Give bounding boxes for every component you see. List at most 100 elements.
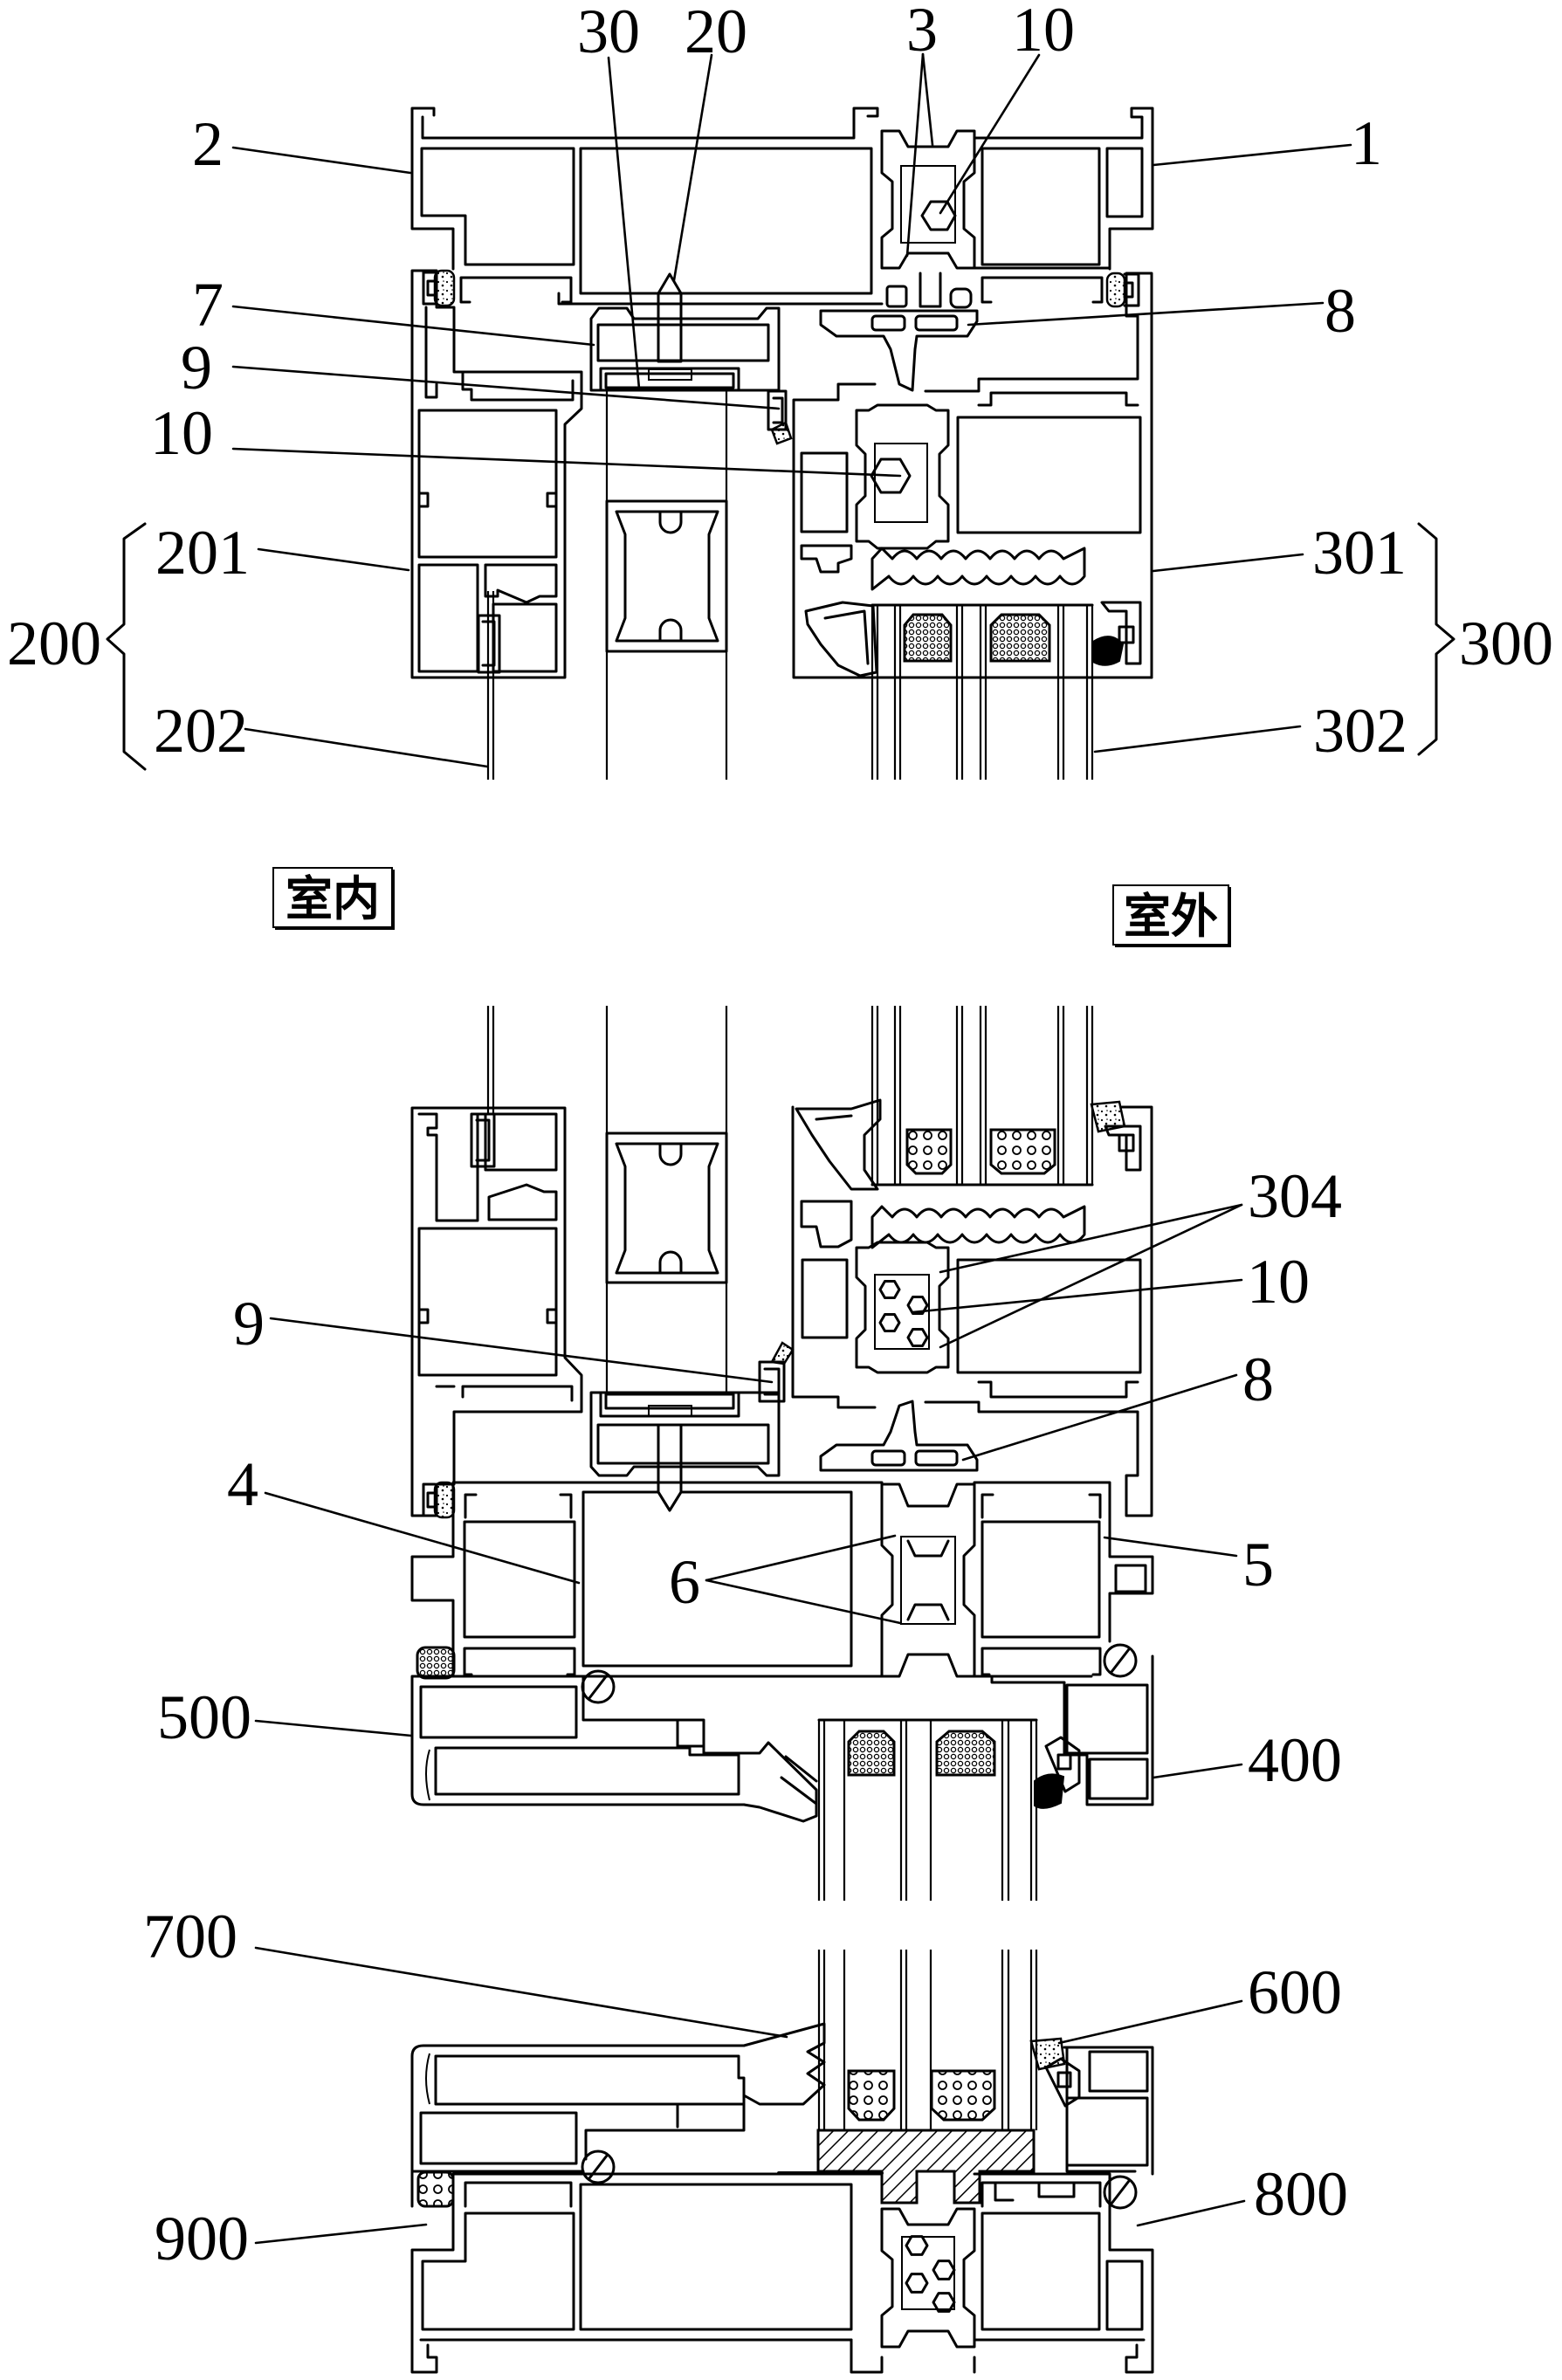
leader-line-800 bbox=[1136, 2199, 1246, 2227]
screw-800 bbox=[1103, 2175, 1138, 2210]
profile-600-side-chamber-upper bbox=[1088, 2050, 1149, 2093]
callout-label-200: 200 bbox=[7, 609, 101, 678]
inner-glass-202-continuation bbox=[486, 1006, 495, 1114]
lower-sash-profile-700 bbox=[410, 2022, 826, 2208]
inner-sash-201-main-chamber bbox=[417, 409, 558, 559]
thermal-break-strip-3 bbox=[880, 129, 976, 270]
screen-spacer-profile-bottom bbox=[605, 1132, 728, 1284]
lower-glass-spacer-lower-a bbox=[847, 2069, 896, 2122]
outer-sash-304-main-chamber bbox=[956, 1258, 1142, 1374]
screen-spacer-profile-bottom-notch-lower bbox=[658, 1250, 683, 1275]
frame-head-profiles-1-2 bbox=[410, 107, 1154, 309]
callout-label-9-bottom: 9 bbox=[233, 1289, 265, 1359]
thermal-break-304-outline bbox=[855, 1241, 950, 1374]
glass-unit-302 bbox=[870, 603, 1094, 780]
thermal-break-10-mid bbox=[855, 403, 950, 550]
lower-sash-profile-600-side bbox=[1029, 2037, 1154, 2176]
leader-line-20 bbox=[672, 53, 713, 282]
inner-glass-202-clamp-lower bbox=[470, 1112, 496, 1168]
outdoor-label-shadow bbox=[1115, 887, 1231, 947]
frame-1-chamber-c bbox=[981, 147, 1101, 266]
screen-spacer-profile-bottom-inner bbox=[615, 1142, 719, 1275]
thermal-break-3-core bbox=[900, 165, 956, 244]
bottom-frame-800-small-chamber bbox=[1105, 2260, 1144, 2331]
profile-500-chamber-upper bbox=[419, 1685, 578, 1739]
transom-frame-5-bottom-slot bbox=[981, 1647, 1102, 1676]
outer-sash-304-slot bbox=[977, 1380, 1139, 1399]
outer-sash-301-bead-clip bbox=[800, 544, 853, 574]
bottom-frame-gasket bbox=[416, 2170, 455, 2208]
glass-unit-304-panes bbox=[870, 1006, 1094, 1185]
thermal-break-6-core bbox=[900, 1536, 956, 1625]
profile-600-side-clip-square bbox=[1056, 2071, 1072, 2088]
screen-element-30-insert bbox=[648, 368, 692, 381]
profile-500-outline bbox=[410, 1675, 746, 1806]
bottom-frame-900-chamber-main bbox=[579, 2183, 853, 2331]
leader-line-3-b bbox=[905, 52, 925, 258]
callout-label-800: 800 bbox=[1254, 2159, 1348, 2229]
insulation-core-10-bottom-hex-3 bbox=[878, 1313, 901, 1332]
transom-frame-4-5 bbox=[410, 1481, 1154, 1704]
screen-panel-20-lower bbox=[605, 1132, 728, 1284]
profile-500-glazing-bead bbox=[737, 1741, 818, 1823]
leader-line-10-top bbox=[939, 53, 1041, 215]
frame-connector-box-left bbox=[885, 285, 908, 308]
inner-sash-lower-chamber-notches bbox=[417, 1308, 558, 1324]
profile-600-side-chamber-lower bbox=[1065, 2096, 1149, 2167]
leader-line-6-a bbox=[705, 1534, 897, 1582]
bottom-frame-core-hex-1 bbox=[905, 2235, 929, 2256]
insulation-core-10-bottom-hex-1 bbox=[878, 1280, 901, 1299]
top-callout-labels: 30 20 3 10 2 1 7 8 9 10 201 200 202 301 … bbox=[7, 0, 1553, 766]
frame-1-lower-slot bbox=[981, 276, 1104, 304]
profile-700-wavy-edge bbox=[425, 2053, 430, 2105]
callout-label-202: 202 bbox=[154, 696, 248, 766]
frame-gasket-left-clip bbox=[422, 271, 437, 306]
frame-2-outer-wall bbox=[410, 107, 455, 271]
frame-gasket-right-foam bbox=[1105, 272, 1126, 308]
leader-line-8-top bbox=[967, 301, 1325, 327]
glass-spacer-302-a bbox=[903, 613, 953, 663]
link-profile-8-cavity-2 bbox=[914, 314, 959, 332]
frame-2-chamber-a bbox=[420, 147, 575, 266]
outer-sash-301-outline-left bbox=[792, 382, 1153, 679]
bottom-frame-core-hex-4 bbox=[932, 2292, 956, 2313]
leader-line-304-a bbox=[939, 1203, 1243, 1274]
outer-sash-301-outline-right bbox=[924, 272, 1153, 679]
transom-frame-4-chamber-main bbox=[581, 1490, 853, 1668]
profile-400-clip-square bbox=[1056, 1753, 1072, 1771]
inner-sash-201-slot bbox=[461, 372, 575, 402]
frame-gasket-left bbox=[422, 269, 456, 307]
bottom-frame-800-outline bbox=[973, 2172, 1154, 2374]
screw-transom-right bbox=[1103, 1643, 1138, 1678]
screw-transom-right-slot bbox=[1110, 1647, 1131, 1674]
link-profile-8-bottom-outline bbox=[819, 1400, 979, 1472]
bottom-view: 304 10 9 8 4 6 5 500 400 700 600 800 900 bbox=[143, 1006, 1348, 2374]
outer-sash-304-right-clip bbox=[1104, 1125, 1142, 1172]
bracket-200 bbox=[106, 522, 147, 771]
outer-sash-301-wave-strip bbox=[870, 547, 1086, 591]
leader-line-8-bottom bbox=[961, 1373, 1238, 1462]
callout-label-20: 20 bbox=[685, 0, 747, 66]
insulation-core-10-bottom-hex-4 bbox=[906, 1328, 929, 1347]
bottom-frame-core-hex-2 bbox=[932, 2260, 956, 2280]
callout-label-30: 30 bbox=[577, 0, 640, 66]
screen-spacer-profile-bottom-notch-upper bbox=[658, 1142, 683, 1166]
thermal-break-6-insert-bottom bbox=[906, 1603, 950, 1621]
thermal-break-bottom-outline bbox=[880, 2207, 976, 2349]
thermal-break-6-insert-top bbox=[906, 1539, 950, 1558]
indoor-label: 室内 bbox=[286, 871, 380, 926]
clip-9-top-seal bbox=[770, 421, 793, 445]
outer-sash-301-glazing-bead bbox=[804, 601, 878, 678]
screen-housing-7-outline bbox=[589, 306, 781, 392]
inner-sash-201-lower-chamber-right bbox=[484, 563, 558, 604]
leader-line-5 bbox=[1103, 1536, 1238, 1558]
profile-700-chamber-lower bbox=[419, 2111, 578, 2165]
transom-frame-5-lip-chamber bbox=[1114, 1564, 1147, 1593]
leader-line-4 bbox=[264, 1491, 581, 1585]
callout-label-8-bottom: 8 bbox=[1242, 1345, 1274, 1414]
screen-housing-7-bottom-tray bbox=[599, 1391, 740, 1418]
callout-label-900: 900 bbox=[155, 2204, 249, 2273]
insulation-core-10-mid bbox=[870, 457, 912, 494]
frame-2-bottom-wall bbox=[557, 292, 884, 306]
